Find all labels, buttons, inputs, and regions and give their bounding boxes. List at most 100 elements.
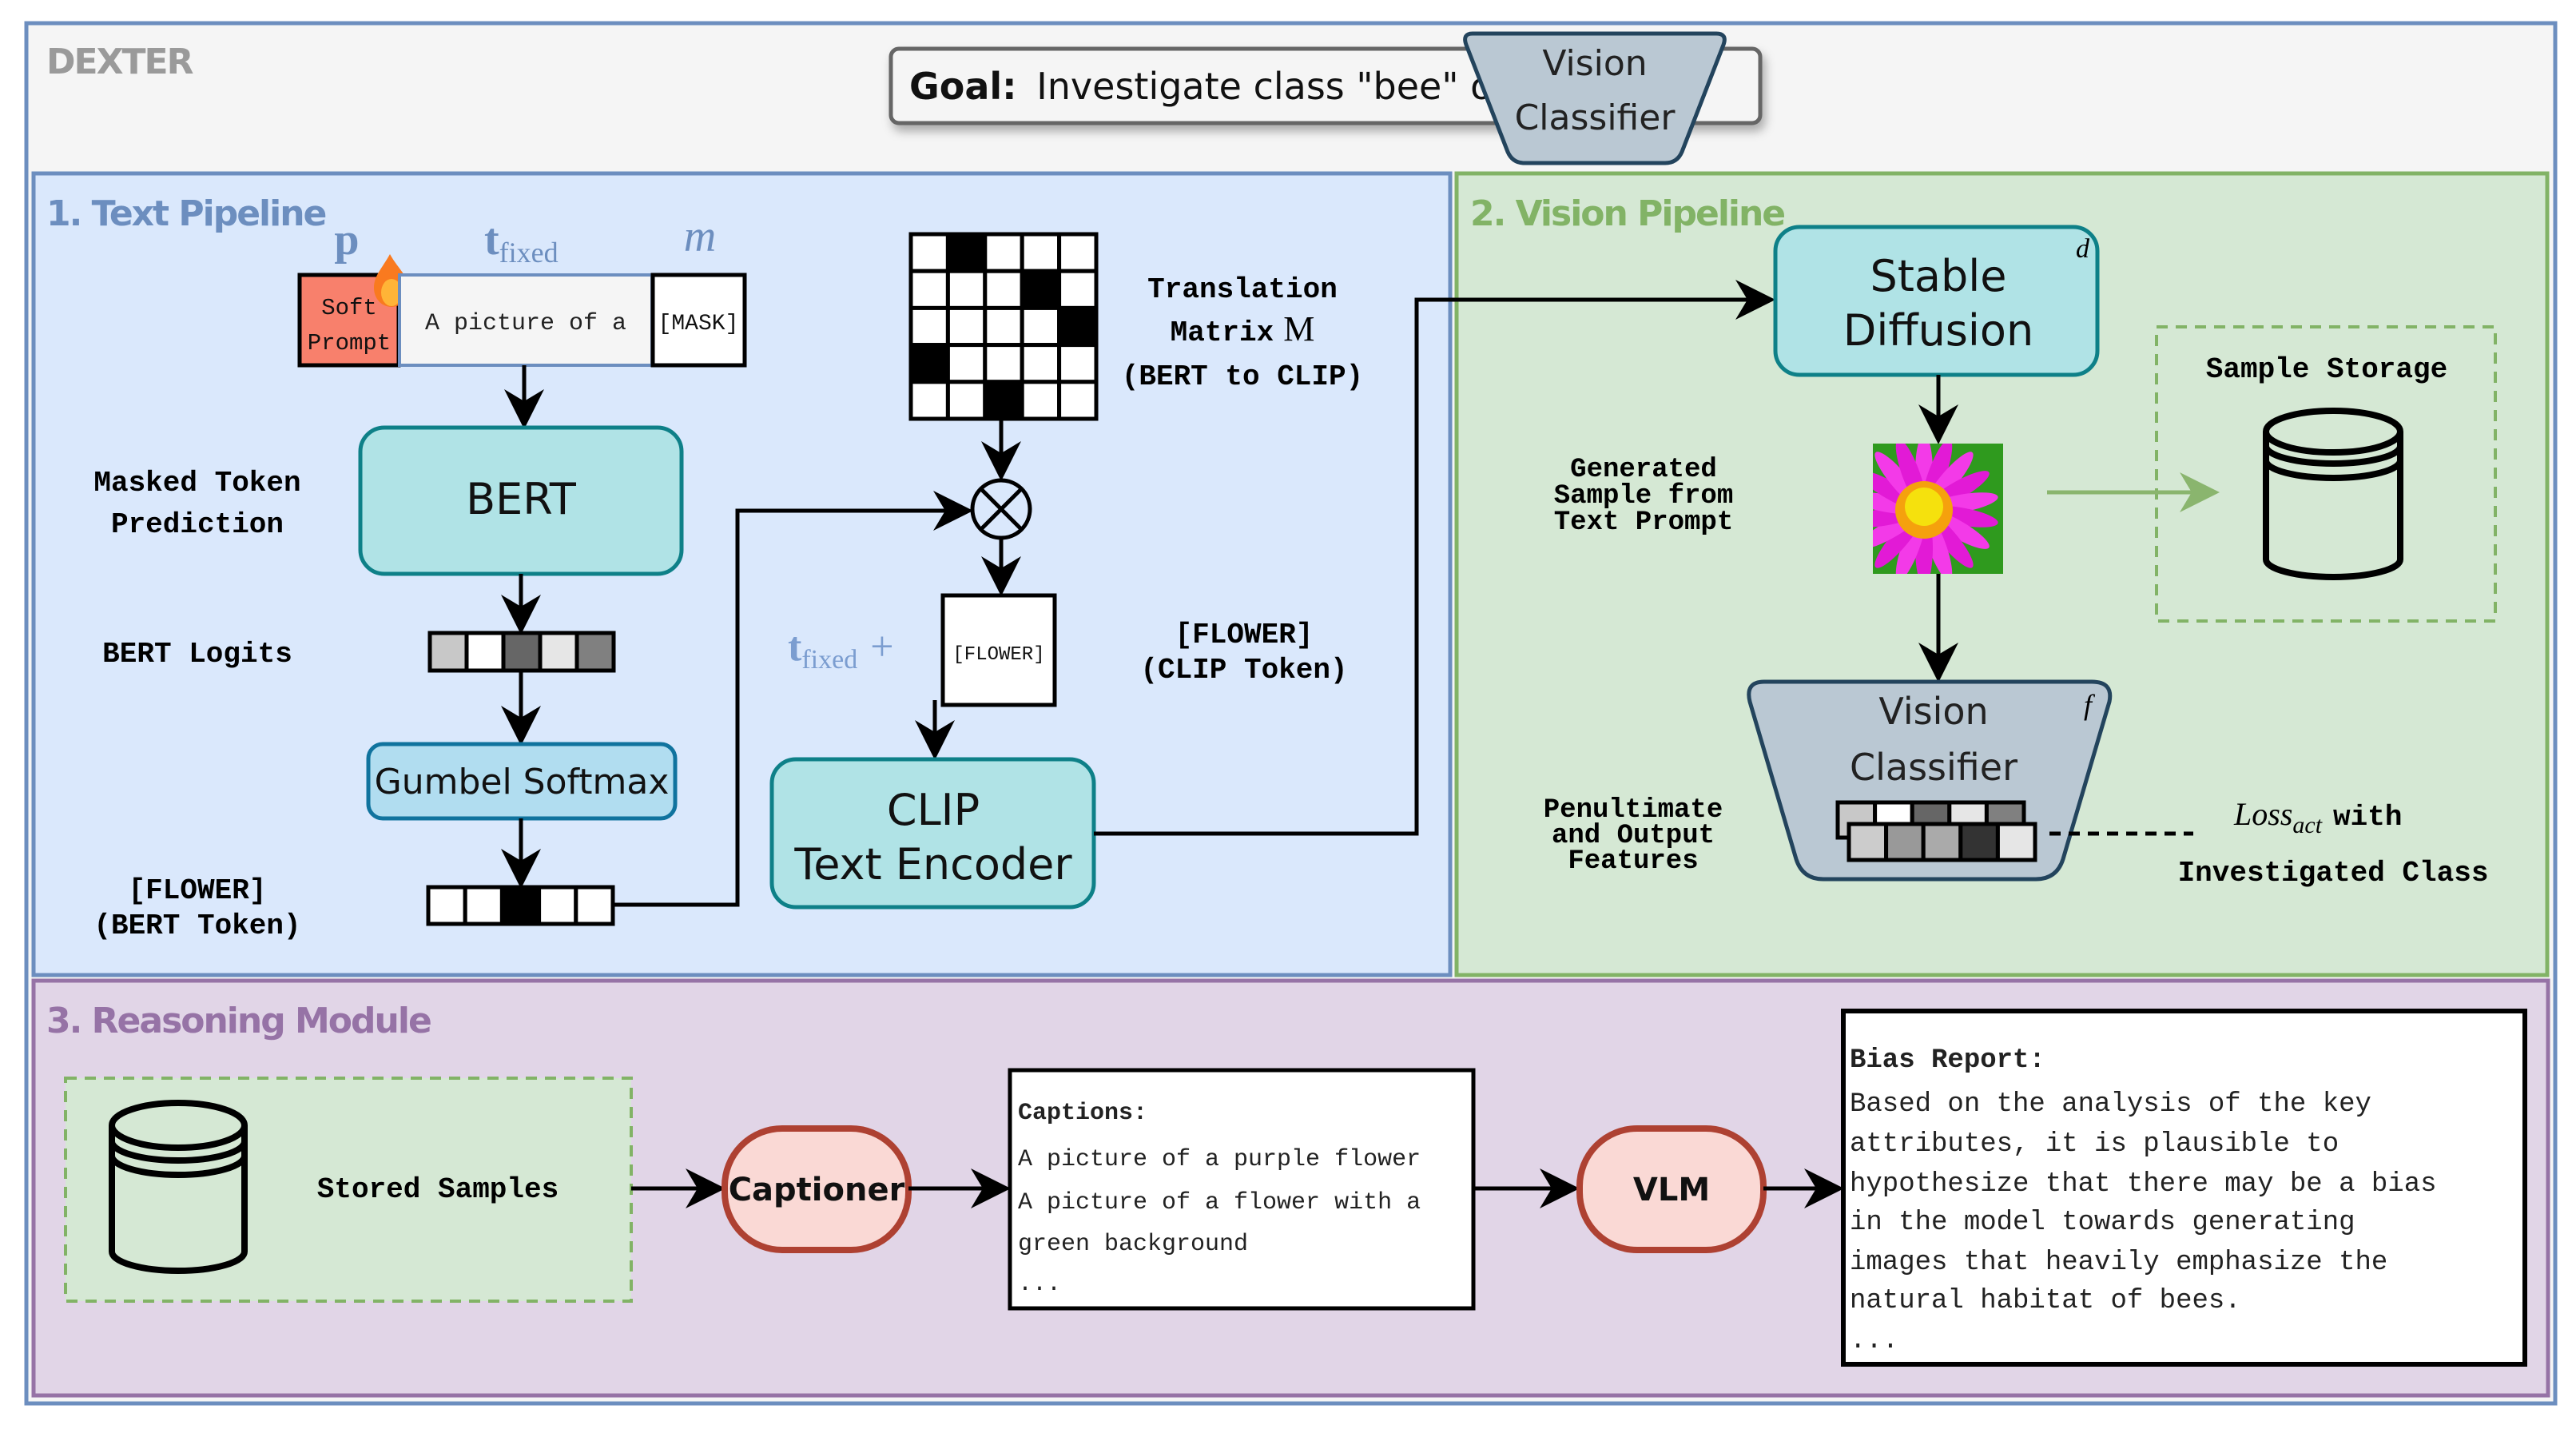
matrix-cell (983, 269, 1024, 310)
translation-matrix (908, 232, 1099, 421)
goal-classifier-trapezoid (1463, 31, 1727, 165)
clip-encoder-line1: CLIP (887, 785, 980, 835)
goal-text: Investigate class "bee" on (1036, 65, 1516, 108)
bert-token-label-line1: [FLOWER] (129, 874, 267, 907)
soft-prompt-line1: Soft (321, 295, 377, 321)
vlm-label: VLM (1633, 1172, 1710, 1208)
logit-cell (538, 631, 579, 673)
bias-report-box (1841, 1009, 2527, 1367)
onehot-cell (426, 885, 467, 926)
fixed-text: A picture of a (425, 310, 626, 337)
t-fixed-plus: tfixed+ (788, 624, 894, 675)
bias-report-line: hypothesize that there may be a bias (1850, 1169, 2437, 1200)
onehot-cell (537, 885, 578, 926)
output-features-vector (1847, 822, 2037, 862)
matrix-cell (1057, 343, 1099, 384)
matrix-cell (1020, 232, 1062, 273)
symbol-t-fixed: tfixed (484, 215, 559, 269)
clip-token-label-line1: [FLOWER] (1175, 619, 1314, 651)
captions-box (1008, 1068, 1476, 1311)
clip-token-box-label: [FLOWER] (952, 644, 1044, 666)
matrix-cell (1057, 380, 1099, 421)
features-label-line1: Penultimate (1544, 795, 1723, 826)
matrix-cell (983, 232, 1024, 273)
stored-samples-label: Stored Samples (317, 1173, 559, 1206)
vision-classifier-line2: Classifier (1850, 746, 2017, 789)
stable-diffusion-line1: Stable (1870, 251, 2006, 301)
matrix-cell (908, 269, 950, 310)
logit-cell (464, 631, 506, 673)
bias-report-text: Bias Report: Based on the analysis of th… (1850, 1045, 2437, 1356)
symbol-p: p (334, 215, 359, 265)
matrix-cell (1057, 269, 1099, 310)
matrix-cell (1020, 343, 1062, 384)
matrix-cell (983, 305, 1024, 348)
matrix-label-line3: (BERT to CLIP) (1122, 360, 1363, 393)
bias-report-line: natural habitat of bees. (1850, 1286, 2241, 1316)
fixed-text-box (398, 273, 654, 367)
captions-title: Captions: (1018, 1100, 1147, 1127)
matrix-cell (983, 380, 1024, 421)
caption-line: green background (1018, 1231, 1248, 1258)
matrix-cell (908, 232, 950, 273)
output-cell (1921, 822, 1963, 862)
gumbel-softmax-label: Gumbel Softmax (375, 762, 670, 802)
vision-classifier-line1: Vision (1878, 690, 1988, 733)
logit-cell (501, 631, 543, 673)
stored-samples-box (64, 1077, 633, 1303)
bias-report-line: attributes, it is plausible to (1850, 1129, 2339, 1160)
soft-prompt-line2: Prompt (308, 330, 391, 356)
goal-label: Goal: (909, 65, 1017, 108)
matrix-cell (945, 343, 988, 384)
investigated-class-label: Investigated Class (2178, 857, 2489, 890)
matrix-cell (945, 269, 988, 310)
output-cell (1995, 822, 2037, 862)
generated-sample-label-line2: Sample from (1554, 481, 1733, 512)
output-cell (1847, 822, 1889, 862)
caption-line: A picture of a purple flower (1018, 1146, 1421, 1173)
svg-text:Goal: Investigate class: Goal: Investigate class "bee" on (909, 65, 1516, 108)
matrix-cell (945, 305, 988, 348)
sample-storage-label: Sample Storage (2206, 353, 2447, 386)
reasoning-title: 3. Reasoning Module (46, 1001, 431, 1041)
output-cell (1958, 822, 2000, 862)
app-title: DEXTER (46, 42, 193, 82)
matrix-cell (1020, 305, 1062, 348)
features-label-line2: and Output (1552, 821, 1715, 851)
generated-flower-image (1873, 444, 2003, 574)
output-cell (1884, 822, 1926, 862)
matrix-cell (1057, 232, 1099, 273)
clip-encoder-line2: Text Encoder (793, 839, 1072, 890)
matrix-cell (1020, 380, 1062, 421)
vision-pipeline-title: 2. Vision Pipeline (1470, 193, 1784, 234)
matrix-cell (1057, 305, 1099, 348)
mask-token: [MASK] (658, 312, 739, 336)
sample-storage-box (2155, 325, 2497, 623)
matrix-cell (945, 380, 988, 421)
database-icon (2263, 408, 2403, 580)
masked-token-label-line2: Prediction (111, 508, 284, 541)
goal-target-line1: Vision (1542, 43, 1647, 84)
onehot-cell (463, 885, 504, 926)
arrow-token-to-multiply (613, 491, 973, 907)
matrix-label-line2: Matrix M (1171, 309, 1315, 349)
matrix-cell (908, 343, 950, 384)
matrix-cell (908, 305, 950, 348)
goal-box: Goal: Investigate class "bee" on Vision … (888, 31, 1763, 165)
stable-diffusion-line2: Diffusion (1843, 305, 2033, 356)
symbol-m: m (684, 212, 716, 261)
captioner-label: Captioner (729, 1172, 905, 1208)
goal-target-line2: Classifier (1515, 98, 1676, 138)
symbol-d: d (2076, 234, 2090, 264)
caption-line: ... (1018, 1271, 1061, 1298)
clip-token-box (940, 593, 1057, 707)
bias-report-line: images that heavily emphasize the (1850, 1248, 2387, 1278)
logit-cell (574, 631, 616, 673)
generated-sample-label-line1: Generated (1570, 455, 1717, 485)
matrix-cell (983, 343, 1024, 384)
bias-report-line: Based on the analysis of the key (1850, 1089, 2371, 1120)
logit-cell (427, 631, 469, 673)
mask-token-box (650, 273, 747, 368)
